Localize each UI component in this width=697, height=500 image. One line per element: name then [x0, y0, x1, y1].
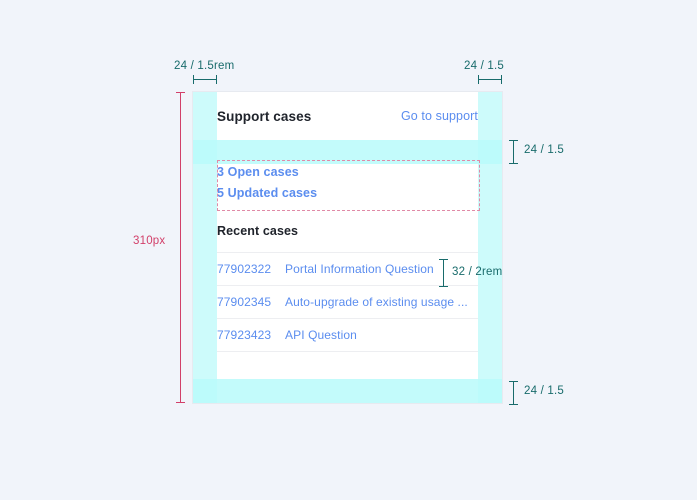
case-subject: Auto-upgrade of existing usage ... — [285, 295, 468, 309]
row-height-label: 32 / 2rem — [452, 266, 503, 278]
top-right-spacing-label: 24 / 1.5 — [464, 60, 504, 72]
top-band-spacing-bar — [509, 140, 518, 164]
card-height-ruler — [176, 92, 185, 403]
recent-cases-list: 77902322 Portal Information Question 779… — [217, 252, 478, 352]
card-content: Support cases Go to support 3 Open cases… — [217, 92, 478, 403]
table-row[interactable]: 77923423 API Question — [217, 318, 478, 352]
top-right-spacing-bar — [478, 75, 502, 84]
updated-cases-count[interactable]: 5 Updated cases — [217, 186, 318, 200]
recent-cases-heading: Recent cases — [217, 224, 299, 238]
top-band-spacing-label: 24 / 1.5 — [524, 144, 564, 156]
page-title: Support cases — [217, 108, 312, 124]
card-height-label: 310px — [133, 235, 166, 247]
open-cases-count[interactable]: 3 Open cases — [217, 165, 299, 179]
bottom-band-spacing-bar — [509, 381, 518, 405]
case-id: 77902345 — [217, 295, 272, 309]
case-id: 77923423 — [217, 328, 272, 342]
case-id: 77902322 — [217, 262, 272, 276]
card-header: Support cases Go to support — [217, 92, 478, 140]
table-row[interactable]: 77902322 Portal Information Question — [217, 252, 478, 285]
row-height-bar — [439, 259, 448, 287]
case-subject: API Question — [285, 328, 357, 342]
support-cases-card: Support cases Go to support 3 Open cases… — [193, 92, 502, 403]
top-left-spacing-label: 24 / 1.5rem — [174, 60, 235, 72]
top-left-spacing-bar — [193, 75, 217, 84]
case-subject: Portal Information Question — [285, 262, 434, 276]
table-row[interactable]: 77902345 Auto-upgrade of existing usage … — [217, 285, 478, 318]
go-to-support-link[interactable]: Go to support — [400, 109, 478, 123]
case-counts: 3 Open cases 5 Updated cases — [217, 160, 478, 210]
bottom-band-spacing-label: 24 / 1.5 — [524, 385, 564, 397]
